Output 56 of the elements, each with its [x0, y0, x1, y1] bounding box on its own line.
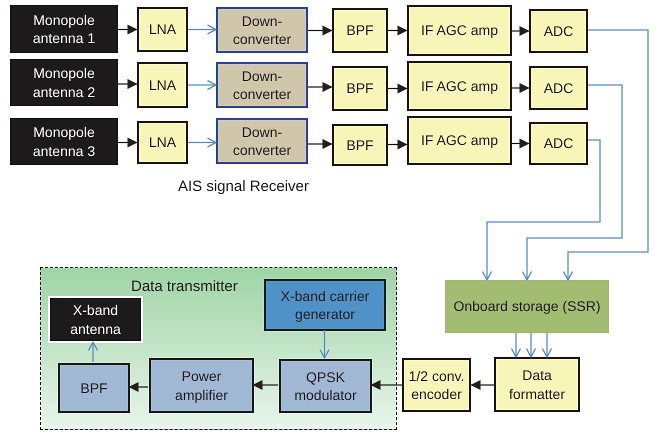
storage-box: Onboard storage (SSR) — [445, 280, 609, 333]
arrow — [482, 139, 601, 281]
arrow — [526, 333, 536, 358]
arrow — [308, 82, 332, 92]
arrow — [88, 341, 98, 362]
arrow — [512, 83, 530, 93]
antenna-box: X-band antenna — [48, 296, 143, 343]
arrow — [319, 330, 330, 359]
arrow — [512, 138, 530, 148]
arrow — [252, 380, 278, 390]
dashed-group-box — [40, 267, 397, 430]
arrow — [308, 26, 332, 36]
process-box: IF AGC amp — [407, 61, 512, 111]
process-box: Data formatter — [494, 357, 580, 412]
arrow — [562, 29, 649, 281]
process-box: ADC — [529, 122, 588, 165]
arrow — [388, 26, 408, 36]
arrow — [118, 24, 138, 34]
arrow — [188, 80, 217, 90]
process-box: LNA — [137, 7, 188, 52]
process-box: IF AGC amp — [407, 116, 512, 165]
process-box: QPSK modulator — [279, 359, 372, 413]
process-box: BPF — [58, 363, 130, 413]
arrow — [388, 140, 408, 150]
process-box: 1/2 conv. encoder — [402, 358, 471, 412]
arrow — [522, 84, 623, 281]
generator-box: X-band carrier generator — [264, 279, 386, 331]
process-box: BPF — [332, 124, 388, 166]
process-box: IF AGC amp — [407, 5, 512, 56]
arrow — [118, 79, 138, 89]
process-box: BPF — [332, 8, 388, 53]
group-title: Data transmitter — [131, 278, 238, 295]
process-box: ADC — [529, 66, 588, 110]
antenna-box: Monopole antenna 3 — [10, 118, 118, 165]
process-box: Down-converter — [216, 7, 308, 53]
section-caption: AIS signal Receiver — [178, 178, 309, 195]
antenna-box: Monopole antenna 2 — [10, 59, 118, 106]
process-box: LNA — [137, 121, 188, 164]
process-box: ADC — [529, 9, 588, 53]
arrow — [188, 24, 217, 35]
arrow — [188, 137, 217, 148]
arrow — [388, 84, 408, 94]
arrow — [542, 333, 552, 358]
arrow — [370, 380, 402, 390]
arrow — [512, 26, 530, 36]
process-box: Power amplifier — [149, 358, 254, 413]
arrow — [128, 382, 148, 392]
process-box: Down-converter — [216, 62, 308, 108]
process-box: BPF — [332, 66, 388, 111]
arrow — [308, 139, 332, 149]
process-box: LNA — [137, 62, 188, 108]
process-box: Down-converter — [216, 118, 308, 164]
antenna-box: Monopole antenna 1 — [10, 5, 118, 53]
arrow — [470, 380, 494, 390]
arrow — [510, 333, 522, 358]
arrow — [118, 138, 138, 148]
